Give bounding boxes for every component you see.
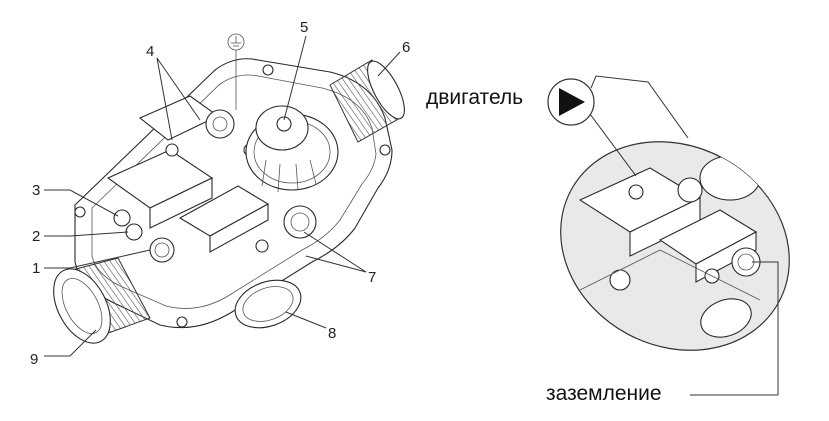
callout-6: 6: [402, 39, 410, 56]
reset-button: [149, 237, 175, 263]
housing-inner-rim: [91, 74, 377, 309]
callout-9: 9: [30, 351, 38, 368]
callout-5: 5: [300, 19, 308, 36]
indicator-lamps: [113, 209, 143, 241]
callout-lines: [44, 35, 401, 357]
callout-3: 3: [32, 182, 40, 199]
cable-glands: [205, 109, 317, 239]
callout-4: 4: [146, 43, 154, 60]
motor-label: двигатель: [426, 86, 523, 109]
ground-leader: [690, 261, 779, 396]
bottom-cap: [234, 279, 302, 329]
callout-7: 7: [368, 269, 376, 286]
inlet-fitting: [53, 257, 151, 344]
pressure-regulator: [245, 105, 339, 193]
callout-1: 1: [32, 260, 40, 277]
motor-leader-a: [590, 75, 689, 139]
detail-lens: [560, 141, 790, 351]
ground-symbol-icon: [227, 33, 245, 110]
motor-leader-b: [589, 113, 637, 177]
motor-play-icon: [547, 78, 595, 126]
callout-2: 2: [32, 228, 40, 245]
callout-8: 8: [328, 325, 336, 342]
outlet-fitting: [329, 59, 405, 143]
ground-label: заземление: [546, 382, 662, 405]
device-illustration: [53, 33, 405, 344]
